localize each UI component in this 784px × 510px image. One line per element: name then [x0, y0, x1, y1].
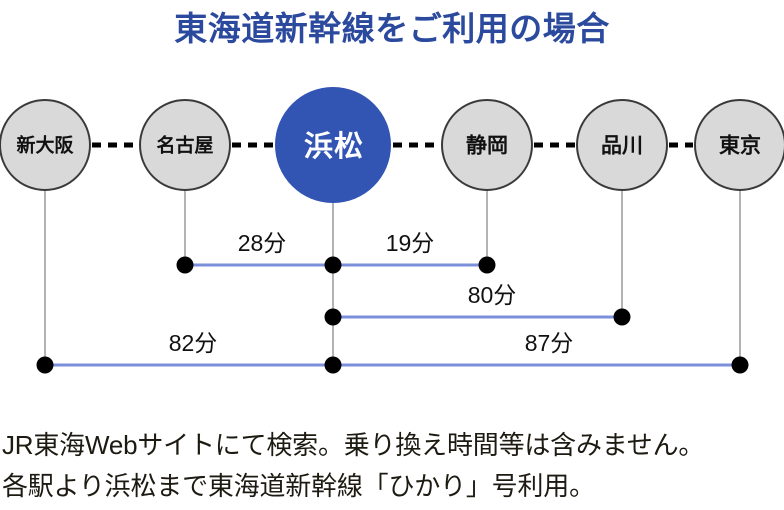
span-bars: 28分 19分 80分 82分 87分 [36, 230, 749, 374]
station-circle[interactable] [576, 99, 668, 191]
station-circle[interactable] [694, 99, 784, 191]
span-node-dot [731, 356, 749, 374]
span-node-dot [324, 308, 342, 326]
station-circle[interactable] [275, 87, 391, 203]
page-title: 東海道新幹線をご利用の場合 [174, 10, 610, 47]
station-hamamatsu-highlighted[interactable]: 浜松 [275, 87, 391, 203]
span-node-dot [176, 256, 194, 274]
station-label-shinagawa: 品川 [601, 135, 643, 158]
span-node-dot [36, 356, 54, 374]
duration-label-hamamatsu-shinagawa: 80分 [468, 282, 517, 308]
station-tokyo[interactable]: 東京 [694, 99, 784, 191]
span-node-dot [324, 256, 342, 274]
station-circle[interactable] [139, 99, 231, 191]
span-node-dot [324, 356, 342, 374]
station-circle[interactable] [441, 99, 533, 191]
station-shinagawa[interactable]: 品川 [576, 99, 668, 191]
station-label-shin-osaka: 新大阪 [16, 134, 74, 157]
drop-lines [44, 190, 741, 365]
station-label-shizuoka: 静岡 [466, 134, 508, 158]
duration-label-hamamatsu-shizuoka: 19分 [386, 230, 435, 256]
caption-line-2: 各駅より浜松まで東海道新幹線「ひかり」号利用。 [2, 471, 595, 501]
caption-line-1: JR東海Webサイトにて検索。乗り換え時間等は含みません。 [2, 430, 705, 460]
station-label-tokyo: 東京 [719, 134, 761, 158]
span-row-3: 82分 87分 [36, 330, 749, 374]
span-row-1: 28分 19分 [176, 230, 496, 274]
station-shin-osaka[interactable]: 新大阪 [0, 99, 91, 191]
station-circle[interactable] [0, 99, 91, 191]
station-label-hamamatsu: 浜松 [304, 130, 364, 163]
station-shizuoka[interactable]: 静岡 [441, 99, 533, 191]
duration-label-shin-osaka-hamamatsu: 82分 [169, 330, 218, 356]
station-nagoya[interactable]: 名古屋 [139, 99, 231, 191]
station-circles: 新大阪 名古屋 浜松 静岡 品川 東京 [0, 87, 784, 203]
span-node-dot [613, 308, 631, 326]
span-row-2: 80分 [324, 282, 631, 326]
span-node-dot [478, 256, 496, 274]
duration-label-hamamatsu-tokyo: 87分 [525, 330, 574, 356]
station-label-nagoya: 名古屋 [156, 134, 213, 157]
duration-label-nagoya-hamamatsu: 28分 [238, 230, 287, 256]
